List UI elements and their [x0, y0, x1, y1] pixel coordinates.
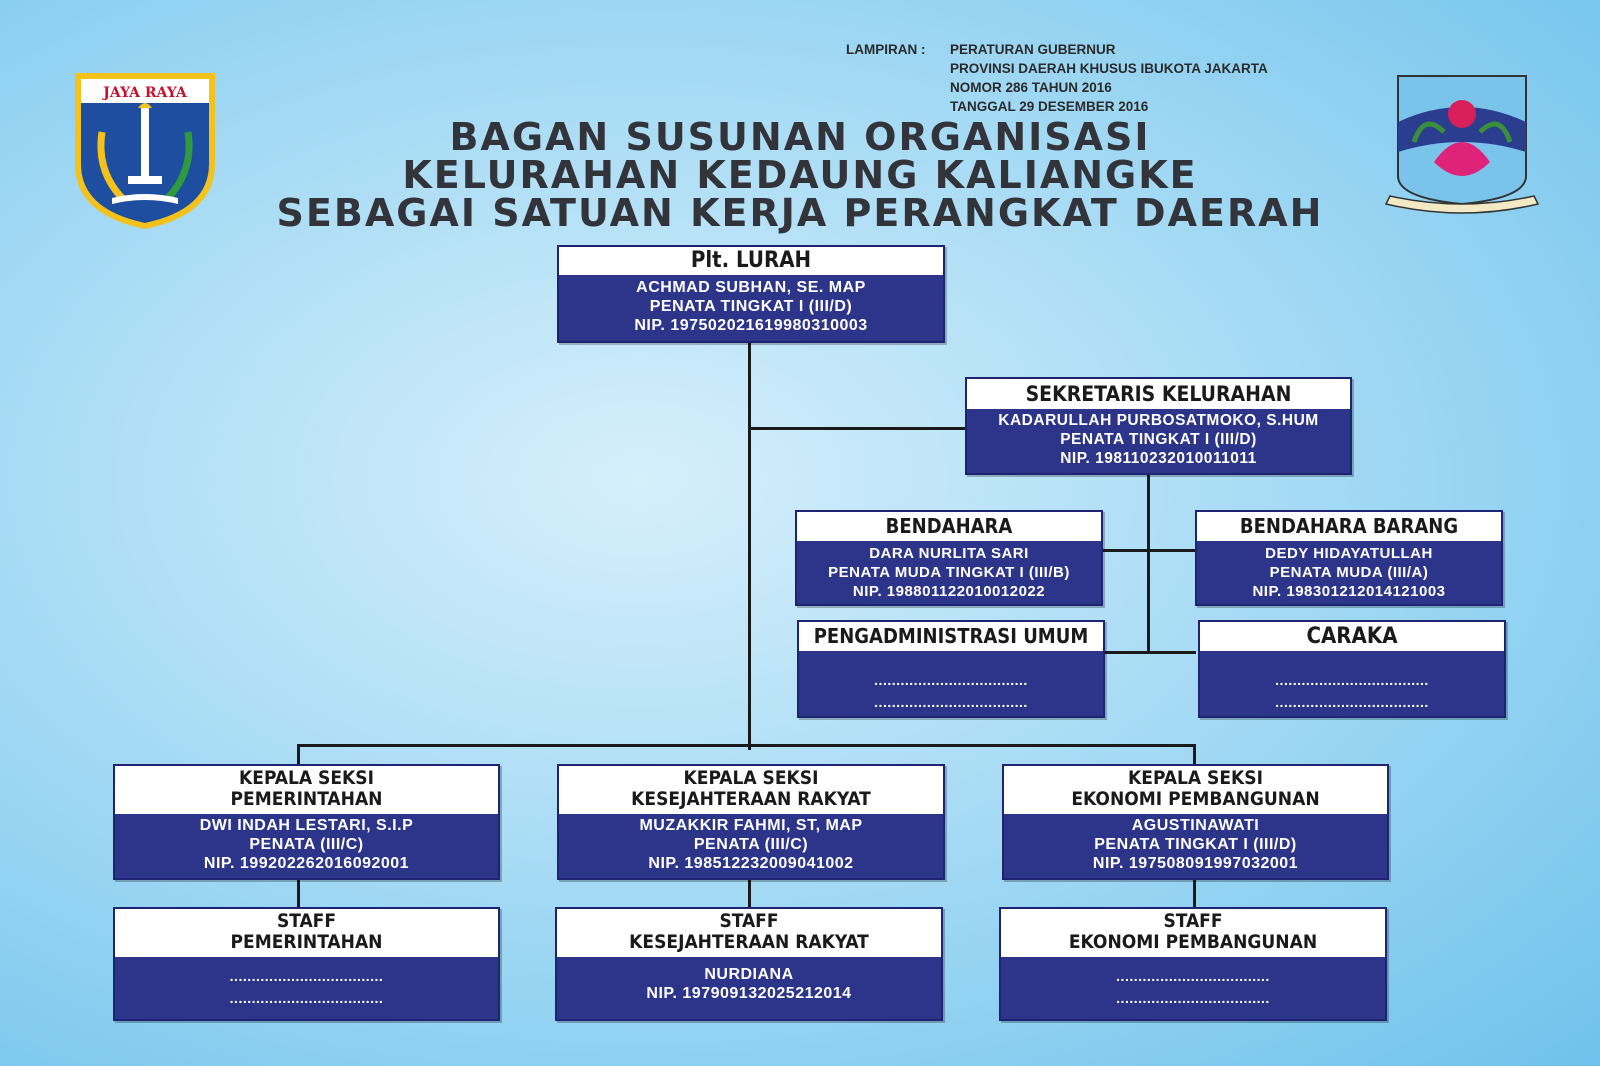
staff-pemerintahan-box: STAFF PEMERINTAHAN .....................… [113, 907, 500, 1021]
staff-unit-name: KESEJAHTERAAN RAKYAT [629, 931, 869, 953]
staff-kesra-name: NURDIANA [704, 966, 794, 983]
placeholder-dots: ................................... [874, 672, 1028, 688]
seksi-heading: KEPALA SEKSI [239, 767, 374, 789]
bendahara-name: DARA NURLITA SARI [869, 545, 1029, 562]
seksi-unit-name: PEMERINTAHAN [230, 788, 383, 810]
seksi-kesra-name: MUZAKKIR FAHMI, ST, MAP [639, 817, 863, 834]
connector-line [1193, 878, 1196, 908]
seksi-heading: KEPALA SEKSI [683, 767, 819, 789]
connector-line [297, 744, 300, 766]
bendahara-barang-nip: NIP. 198301212014121003 [1252, 583, 1446, 600]
kepala-seksi-kesejahteraan-rakyat-box: KEPALA SEKSI KESEJAHTERAAN RAKYAT MUZAKK… [557, 764, 945, 880]
connector-line [748, 878, 751, 908]
connector-line [1147, 472, 1150, 654]
jakarta-emblem-logo: JAYA RAYA [75, 73, 215, 230]
seksi-unit-name: KESEJAHTERAAN RAKYAT [631, 788, 871, 810]
placeholder-dots: ................................... [1116, 990, 1270, 1006]
connector-line [297, 744, 1195, 747]
caraka-box: CARAKA .................................… [1198, 620, 1506, 718]
staff-unit-name: EKONOMI PEMBANGUNAN [1068, 931, 1318, 953]
connector-line [297, 878, 300, 908]
placeholder-dots: ................................... [1116, 968, 1270, 984]
bendahara-nip: NIP. 198801122010012022 [852, 583, 1046, 600]
pengadministrasi-umum-box: PENGADMINISTRASI UMUM ..................… [797, 620, 1105, 718]
seksi-heading: KEPALA SEKSI [1128, 767, 1263, 789]
lurah-name: ACHMAD SUBHAN, SE. MAP [636, 279, 866, 296]
page-title-line-3: SEBAGAI SATUAN KERJA PERANGKAT DAERAH [276, 191, 1324, 235]
staff-heading: STAFF [719, 910, 779, 932]
sekretaris-box: SEKRETARIS KELURAHAN KADARULLAH PURBOSAT… [965, 377, 1352, 475]
connector-line [1193, 744, 1196, 766]
pengadministrasi-umum-title: PENGADMINISTRASI UMUM [799, 622, 1103, 651]
page-title-line-2: KELURAHAN KEDAUNG KALIANGKE [402, 153, 1198, 197]
placeholder-dots: ................................... [229, 990, 384, 1006]
staff-heading: STAFF [1163, 910, 1223, 932]
lampiran-line: PERATURAN GUBERNUR [950, 42, 1116, 57]
lurah-nip: NIP. 197502021619980310003 [634, 317, 868, 334]
west-jakarta-emblem-logo [1384, 75, 1540, 214]
lampiran-line: PROVINSI DAERAH KHUSUS IBUKOTA JAKARTA [950, 61, 1268, 76]
lampiran-label: LAMPIRAN : [846, 42, 926, 57]
seksi-pemerintahan-name: DWI INDAH LESTARI, S.I.P [199, 817, 414, 834]
connector-line [748, 340, 751, 750]
seksi-kesra-nip: NIP. 198512232009041002 [648, 855, 854, 872]
seksi-ekbang-rank: PENATA TINGKAT I (III/D) [1094, 836, 1297, 853]
caraka-title: CARAKA [1200, 622, 1504, 651]
lampiran-line: TANGGAL 29 DESEMBER 2016 [950, 99, 1149, 114]
seksi-pemerintahan-nip: NIP. 199202262016092001 [203, 855, 410, 872]
staff-unit-name: PEMERINTAHAN [230, 931, 383, 953]
kepala-seksi-pemerintahan-box: KEPALA SEKSI PEMERINTAHAN DWI INDAH LEST… [113, 764, 500, 880]
staff-ekonomi-pembangunan-box: STAFF EKONOMI PEMBANGUNAN ..............… [999, 907, 1387, 1021]
bendahara-barang-name: DEDY HIDAYATULLAH [1265, 545, 1433, 562]
seksi-pemerintahan-rank: PENATA (III/C) [249, 836, 364, 853]
bendahara-barang-title: BENDAHARA BARANG [1197, 512, 1501, 541]
bendahara-barang-box: BENDAHARA BARANG DEDY HIDAYATULLAH PENAT… [1195, 510, 1503, 606]
connector-line [748, 427, 966, 430]
kepala-seksi-ekonomi-pembangunan-box: KEPALA SEKSI EKONOMI PEMBANGUNAN AGUSTIN… [1002, 764, 1389, 880]
sekretaris-name: KADARULLAH PURBOSATMOKO, S.HUM [998, 412, 1319, 429]
staff-kesejahteraan-rakyat-box: STAFF KESEJAHTERAAN RAKYAT NURDIANA NIP.… [555, 907, 943, 1021]
placeholder-dots: ................................... [1275, 672, 1429, 688]
placeholder-dots: ................................... [229, 968, 384, 984]
seksi-kesra-rank: PENATA (III/C) [693, 836, 809, 853]
sekretaris-title: SEKRETARIS KELURAHAN [967, 379, 1350, 409]
lampiran-line: NOMOR 286 TAHUN 2016 [950, 80, 1112, 95]
jaya-raya-logo-text: JAYA RAYA [101, 85, 188, 101]
bendahara-title: BENDAHARA [797, 512, 1101, 541]
seksi-ekbang-name: AGUSTINAWATI [1131, 817, 1260, 834]
connector-line [1100, 651, 1196, 654]
sekretaris-rank: PENATA TINGKAT I (III/D) [1060, 431, 1257, 448]
sekretaris-nip: NIP. 198110232010011011 [1060, 450, 1257, 467]
page-title-line-1: BAGAN SUSUNAN ORGANISASI [449, 115, 1151, 159]
seksi-unit-name: EKONOMI PEMBANGUNAN [1071, 788, 1320, 810]
bendahara-barang-rank: PENATA MUDA (III/A) [1269, 564, 1429, 581]
connector-line [1098, 549, 1198, 552]
placeholder-dots: ................................... [1275, 694, 1429, 710]
lurah-title: Plt. LURAH [559, 247, 943, 275]
bendahara-box: BENDAHARA DARA NURLITA SARI PENATA MUDA … [795, 510, 1103, 606]
lurah-box: Plt. LURAH ACHMAD SUBHAN, SE. MAP PENATA… [557, 245, 945, 343]
staff-heading: STAFF [276, 910, 337, 932]
lurah-rank: PENATA TINGKAT I (III/D) [649, 298, 853, 315]
staff-kesra-nip: NIP. 197909132025212014 [646, 985, 852, 1002]
placeholder-dots: ................................... [874, 694, 1028, 710]
bendahara-rank: PENATA MUDA TINGKAT I (III/B) [828, 564, 1070, 581]
seksi-ekbang-nip: NIP. 197508091997032001 [1092, 855, 1299, 872]
